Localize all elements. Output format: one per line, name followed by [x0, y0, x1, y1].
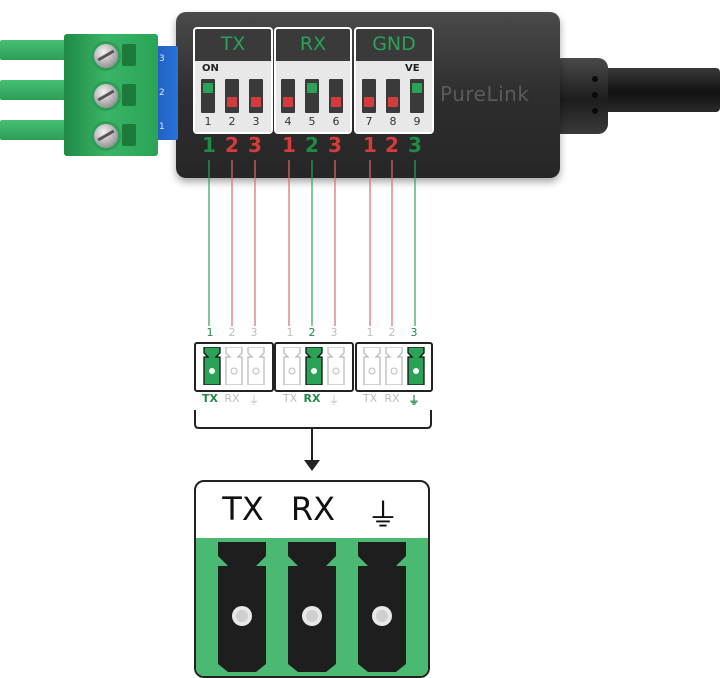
cable-strain-relief	[552, 58, 608, 134]
socket-pin-2-label: 2	[159, 88, 165, 98]
mini-pin-number: 2	[388, 326, 396, 339]
terminal-pin-icon	[363, 347, 381, 385]
switch-number: 8	[389, 115, 397, 128]
dip-group-gnd: GND VE 7 8 9	[354, 27, 434, 134]
socket-pin-1-label: 1	[159, 122, 165, 132]
dip-switch-9[interactable]	[410, 79, 424, 113]
mini-label-gnd: ⏚	[248, 394, 260, 407]
dip-group-tx: TX ON 1 2 3	[193, 27, 273, 134]
terminal-pin-icon	[305, 347, 323, 385]
pin-number-tx-1: 1	[202, 133, 216, 157]
mini-label-tx: TX	[362, 392, 378, 405]
switch-number: 3	[252, 115, 260, 128]
dip-switch-8[interactable]	[386, 79, 400, 113]
mini-pin-number: 3	[250, 326, 258, 339]
screw-icon[interactable]	[94, 44, 118, 68]
mini-label-rx: RX	[384, 392, 400, 405]
large-terminal-block: TX RX ⏚	[194, 480, 430, 678]
mini-label-rx: RX	[224, 392, 240, 405]
pin-number-gnd-3: 3	[408, 133, 422, 157]
mini-pin-number: 2	[308, 326, 316, 339]
large-label-rx: RX	[290, 490, 336, 528]
mini-label-gnd: ⏚	[408, 394, 420, 407]
terminal-pin-icon	[407, 347, 425, 385]
switch-number: 5	[308, 115, 316, 128]
large-label-gnd: ⏚	[366, 496, 399, 534]
mini-terminal-tx	[194, 342, 274, 392]
brand-logo: PureLink	[440, 82, 530, 106]
socket-pin-3-label: 3	[159, 54, 165, 64]
terminal-pin-icon	[225, 347, 243, 385]
terminal-pin-3	[0, 120, 68, 140]
terminal-pin-icon	[327, 347, 345, 385]
terminal-pin-icon	[203, 347, 221, 385]
mini-pin-number: 3	[330, 326, 338, 339]
terminal-pin-1	[0, 40, 68, 60]
dip-switch-6[interactable]	[329, 79, 343, 113]
switch-number: 4	[284, 115, 292, 128]
dip-group-title: TX	[220, 33, 246, 55]
mini-terminal-rx	[274, 342, 354, 392]
switch-number: 9	[413, 115, 421, 128]
large-terminal-pin-icon	[218, 542, 266, 672]
mini-terminal-gnd	[355, 342, 433, 392]
pin-number-gnd-1: 1	[363, 133, 377, 157]
switch-number: 7	[365, 115, 373, 128]
pin-number-tx-2: 2	[225, 133, 239, 157]
switch-number: 1	[204, 115, 212, 128]
arrow-down-icon	[304, 460, 320, 471]
terminal-pin-icon	[247, 347, 265, 385]
mini-label-gnd: ⏚	[328, 394, 340, 407]
green-terminal-block	[64, 34, 158, 156]
dip-switch-2[interactable]	[225, 79, 239, 113]
dip-group-title: GND	[372, 33, 416, 55]
mini-pin-number: 1	[286, 326, 294, 339]
wire-slot	[122, 84, 136, 106]
terminal-pin-2	[0, 80, 68, 100]
screw-icon[interactable]	[94, 84, 118, 108]
dip-switch-3[interactable]	[249, 79, 263, 113]
large-label-tx: TX	[222, 490, 264, 528]
dip-switch-4[interactable]	[281, 79, 295, 113]
pin-number-rx-1: 1	[282, 133, 296, 157]
wire-slot	[122, 44, 136, 66]
pin-number-tx-3: 3	[248, 133, 262, 157]
dip-switch-1[interactable]	[201, 79, 215, 113]
mini-pin-number: 1	[206, 326, 214, 339]
mini-label-tx: TX	[282, 392, 298, 405]
ve-label: VE	[405, 63, 420, 74]
switch-number: 6	[332, 115, 340, 128]
on-label: ON	[202, 63, 219, 74]
dip-group-title: RX	[299, 33, 327, 55]
terminal-pin-icon	[283, 347, 301, 385]
bracket	[194, 410, 432, 429]
connector-socket: 3 2 1	[154, 46, 178, 140]
terminal-pin-icon	[385, 347, 403, 385]
dip-group-rx: RX 4 5 6	[274, 27, 352, 134]
mini-pin-number: 3	[410, 326, 418, 339]
wire-slot	[122, 124, 136, 146]
mini-pin-number: 1	[366, 326, 374, 339]
large-terminal-pin-icon	[358, 542, 406, 672]
screw-icon[interactable]	[94, 124, 118, 148]
mini-label-tx: TX	[202, 392, 218, 405]
large-terminal-pin-icon	[288, 542, 336, 672]
dip-switch-7[interactable]	[362, 79, 376, 113]
pin-number-rx-3: 3	[328, 133, 342, 157]
mini-label-rx: RX	[303, 392, 321, 405]
pin-number-rx-2: 2	[305, 133, 319, 157]
mini-pin-number: 2	[228, 326, 236, 339]
pin-number-gnd-2: 2	[385, 133, 399, 157]
dip-switch-5[interactable]	[305, 79, 319, 113]
switch-number: 2	[228, 115, 236, 128]
